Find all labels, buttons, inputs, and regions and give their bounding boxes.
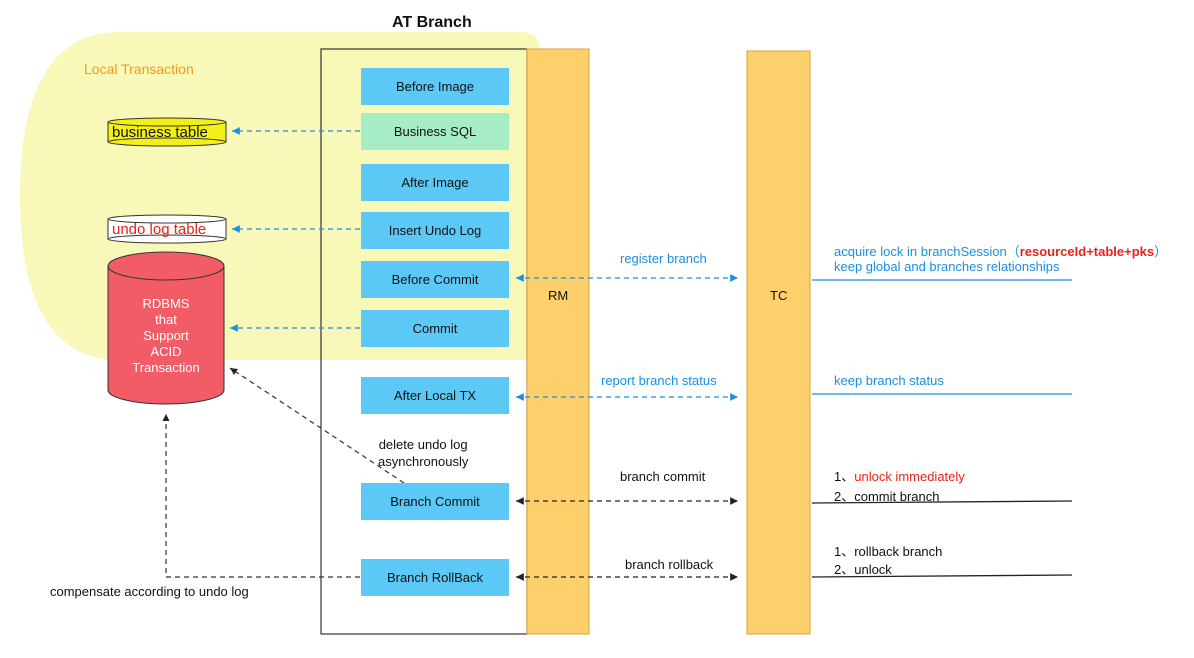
rdbms-label: RDBMS that Support ACID Transaction [108,296,224,376]
step-branch-rollback: Branch RollBack [361,559,509,596]
step-branch-commit: Branch Commit [361,483,509,520]
branch-rollback-label: branch rollback [625,557,714,572]
compensate-label: compensate according to undo log [50,584,249,599]
rdbms-line: Transaction [132,360,200,375]
undo-log-table-cylinder [107,214,227,244]
arrow-delete-undo-log [229,367,405,484]
rdbms-cylinder [107,251,225,405]
commit-step1-note: 1、unlock immediately [834,466,965,485]
rdbms-line: Support [143,328,189,343]
register-branch-label: register branch [620,251,707,266]
step-after-image: After Image [361,164,509,201]
keep-relationships-note: keep global and branches relationships [834,259,1060,274]
rdbms-line: ACID [150,344,182,359]
rm-label: RM [548,288,569,303]
rollback-step1-note: 1、rollback branch [834,544,943,559]
local-transaction-label: Local Transaction [84,61,194,77]
step-after-local-tx: After Local TX [361,377,509,414]
acquire-lock-note: acquire lock in branchSession（resourceId… [834,241,1167,260]
step-before-commit: Before Commit [361,261,509,298]
delete-undo-log-line: asynchronously [378,454,469,469]
step-business-sql: Business SQL [361,113,509,150]
acquire-lock-prefix: acquire lock in branchSession（ [834,244,1020,259]
business-table-label: business table [112,124,208,141]
report-branch-status-label: report branch status [601,373,717,388]
keep-branch-status-note: keep branch status [834,373,944,388]
commit-step1-prefix: 1、 [834,469,855,484]
diagram-title: AT Branch [392,14,472,31]
delete-undo-log-line: delete undo log [378,437,468,452]
acquire-lock-suffix: ） [1154,244,1168,259]
tc-label: TC [770,288,788,303]
arrow-compensate [162,414,360,578]
delete-undo-log-note: delete undo log asynchronously [378,436,468,470]
tc-line-rollback [811,574,1073,578]
rollback-step2-note: 2、unlock [834,562,892,577]
step-before-image: Before Image [361,68,509,105]
acquire-lock-key: resourceId+table+pks [1019,244,1155,259]
commit-step2-note: 2、commit branch [834,489,940,504]
rdbms-line: RDBMS [142,296,190,311]
undo-log-table-label: undo log table [112,221,207,238]
step-insert-undo-log: Insert Undo Log [361,212,509,249]
tc-lane [746,50,811,635]
rm-lane [526,48,590,635]
step-commit: Commit [361,310,509,347]
branch-commit-label: branch commit [620,469,706,484]
business-table-cylinder [107,117,227,147]
rdbms-line: that [155,312,177,327]
tc-line-commit [811,500,1073,504]
commit-step1-text: unlock immediately [854,469,965,484]
